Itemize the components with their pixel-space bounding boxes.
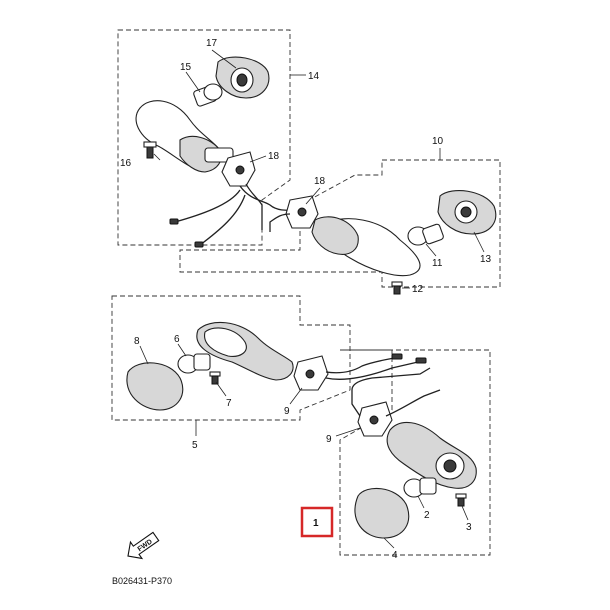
callout-12: 12 bbox=[412, 284, 424, 295]
callout-5: 5 bbox=[192, 440, 198, 451]
callout-14: 14 bbox=[308, 71, 320, 82]
screw-16 bbox=[143, 141, 157, 159]
leader-lines bbox=[139, 49, 485, 549]
screw-12 bbox=[391, 281, 403, 295]
bulb-11 bbox=[407, 223, 444, 246]
screw-7 bbox=[209, 371, 221, 385]
connector-a bbox=[169, 218, 179, 225]
fwd-label: FWD bbox=[137, 538, 154, 553]
bulb-2 bbox=[403, 477, 437, 498]
group-outlines bbox=[111, 29, 501, 556]
callout-9a: 9 bbox=[284, 406, 290, 417]
callout-labels: 17 15 14 16 18 18 10 11 13 12 8 6 7 5 9 … bbox=[120, 38, 492, 561]
wire-lower-right bbox=[385, 389, 441, 417]
turn-signal-lower-left bbox=[126, 321, 427, 411]
group-outline-5 bbox=[111, 295, 351, 421]
wire-lower-left-b bbox=[325, 361, 419, 380]
wire-lower-left bbox=[325, 357, 395, 374]
connector-c bbox=[391, 353, 403, 360]
highlight-box bbox=[300, 506, 334, 538]
bulb-6 bbox=[177, 353, 211, 374]
fwd-arrow: FWD bbox=[127, 531, 160, 560]
grommet-hole bbox=[235, 165, 245, 175]
callout-4: 4 bbox=[392, 550, 398, 561]
callout-18a: 18 bbox=[268, 151, 280, 162]
fwd-arrow-icon bbox=[127, 531, 160, 560]
group-outline-1 bbox=[339, 349, 491, 556]
connector-b bbox=[194, 241, 204, 248]
callout-9b: 9 bbox=[326, 434, 332, 445]
socket-13 bbox=[437, 190, 497, 235]
callout-13: 13 bbox=[480, 254, 492, 265]
callout-3: 3 bbox=[466, 522, 472, 533]
housing-upper-left bbox=[179, 135, 222, 173]
wire-upper-right bbox=[269, 213, 291, 232]
callout-16: 16 bbox=[120, 158, 132, 169]
turn-signal-lower-right bbox=[351, 367, 477, 539]
wire-lower-right-b bbox=[351, 367, 431, 417]
callout-7: 7 bbox=[226, 398, 232, 409]
socket-17 bbox=[215, 56, 270, 99]
group-outline-10 bbox=[179, 159, 501, 288]
screw-3 bbox=[455, 493, 467, 507]
hose-upper-left bbox=[245, 183, 263, 230]
connector-d bbox=[415, 357, 427, 364]
highlight-callout-1: 1 bbox=[300, 506, 334, 538]
callout-18b: 18 bbox=[314, 176, 326, 187]
callout-11: 11 bbox=[432, 258, 443, 269]
lens-inner-lower-left bbox=[204, 327, 247, 357]
callout-8: 8 bbox=[134, 336, 140, 347]
diagram-code: B026431-P370 bbox=[112, 576, 172, 586]
grommet-hole-r bbox=[297, 207, 307, 217]
callout-15: 15 bbox=[180, 62, 192, 73]
housing-upper-right bbox=[311, 216, 359, 255]
group-outline-14 bbox=[117, 29, 291, 246]
stem-upper-left bbox=[204, 147, 234, 163]
lens-4 bbox=[354, 487, 410, 539]
callout-6: 6 bbox=[174, 334, 180, 345]
wire-lead-a bbox=[174, 189, 241, 223]
callout-17: 17 bbox=[206, 38, 218, 49]
lens-8 bbox=[126, 362, 184, 411]
turn-signal-upper-left bbox=[135, 56, 301, 248]
callout-2: 2 bbox=[424, 510, 430, 521]
highlight-number: 1 bbox=[313, 518, 319, 529]
callout-10: 10 bbox=[432, 136, 444, 147]
wire-lead-b bbox=[199, 194, 246, 246]
turn-signal-upper-right bbox=[269, 190, 497, 295]
